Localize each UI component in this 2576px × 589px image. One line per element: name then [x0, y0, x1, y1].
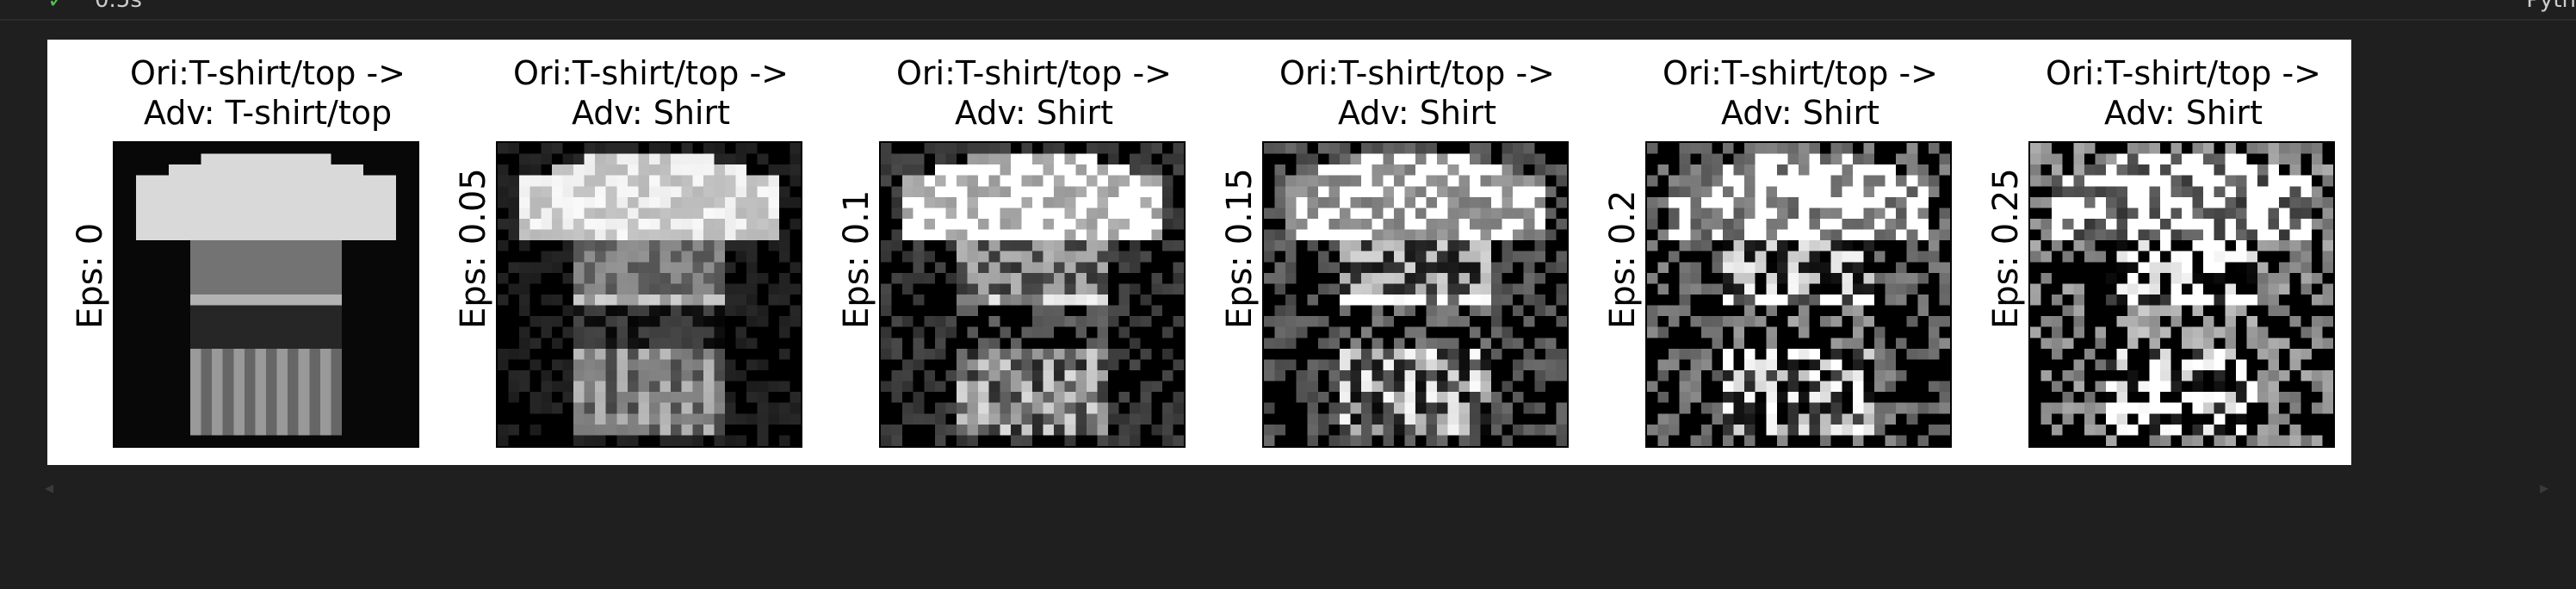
panel-title: Ori:T-shirt/top ->Adv: Shirt: [2028, 53, 2338, 133]
pixel-grid: [115, 143, 418, 446]
epsilon-label: Eps: 0.2: [1603, 189, 1643, 329]
adversarial-image: [1645, 141, 1952, 448]
epsilon-label: Eps: 0.15: [1220, 168, 1260, 329]
panel-title: Ori:T-shirt/top ->Adv: Shirt: [496, 53, 806, 133]
pixel-grid: [1264, 143, 1567, 446]
cell-status-bar: ✓ 0.5s Pyth: [0, 0, 2576, 21]
check-icon: ✓: [47, 0, 66, 14]
triangle-right-icon[interactable]: ▸: [2539, 477, 2548, 498]
pixel-grid: [1647, 143, 1950, 446]
execution-time: 0.5s: [95, 0, 142, 13]
pixel-grid: [881, 143, 1184, 446]
epsilon-label: Eps: 0.1: [837, 189, 876, 329]
title-original-label: Ori:T-shirt/top ->: [2046, 54, 2321, 92]
kernel-language: Pyth: [2526, 0, 2576, 13]
title-adversarial-label: Adv: Shirt: [954, 94, 1114, 132]
title-original-label: Ori:T-shirt/top ->: [1663, 54, 1938, 92]
title-original-label: Ori:T-shirt/top ->: [896, 54, 1172, 92]
horizontal-scrollbar[interactable]: ◂ ▸: [34, 479, 2548, 496]
title-original-label: Ori:T-shirt/top ->: [513, 54, 789, 92]
epsilon-label: Eps: 0.05: [454, 168, 493, 329]
adversarial-image: [496, 141, 802, 448]
title-adversarial-label: Adv: Shirt: [1337, 94, 1497, 132]
pixel-grid: [2030, 143, 2333, 446]
title-adversarial-label: Adv: T-shirt/top: [143, 94, 393, 132]
panel-title: Ori:T-shirt/top ->Adv: Shirt: [1645, 53, 1955, 133]
adversarial-image: [2028, 141, 2335, 448]
epsilon-label: Eps: 0.25: [1986, 168, 2026, 329]
title-adversarial-label: Adv: Shirt: [571, 94, 731, 132]
adversarial-image: [113, 141, 419, 448]
title-adversarial-label: Adv: Shirt: [1720, 94, 1880, 132]
panel-title: Ori:T-shirt/top ->Adv: T-shirt/top: [113, 53, 423, 133]
panel-title: Ori:T-shirt/top ->Adv: Shirt: [1262, 53, 1572, 133]
adversarial-image: [879, 141, 1186, 448]
adversarial-image: [1262, 141, 1569, 448]
title-original-label: Ori:T-shirt/top ->: [130, 54, 406, 92]
panel-title: Ori:T-shirt/top ->Adv: Shirt: [879, 53, 1189, 133]
triangle-left-icon[interactable]: ◂: [45, 477, 54, 498]
title-adversarial-label: Adv: Shirt: [2103, 94, 2263, 132]
epsilon-label: Eps: 0: [71, 222, 110, 329]
title-original-label: Ori:T-shirt/top ->: [1279, 54, 1555, 92]
pixel-grid: [498, 143, 801, 446]
